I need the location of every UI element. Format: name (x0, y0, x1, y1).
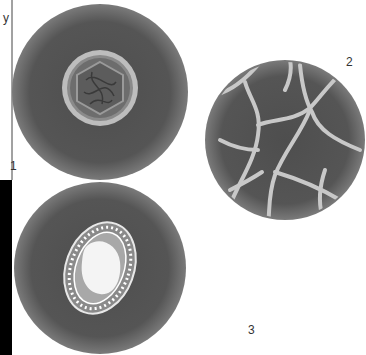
callout-number: 1 (10, 160, 17, 172)
hyphae-view (205, 60, 365, 225)
cropped-letter: y (3, 12, 9, 24)
capsule-cell-view (14, 182, 186, 354)
virus-cell-view (12, 4, 188, 180)
callout-number: 3 (248, 324, 255, 336)
callout-number: 2 (346, 56, 353, 68)
edge-bar (0, 180, 12, 355)
